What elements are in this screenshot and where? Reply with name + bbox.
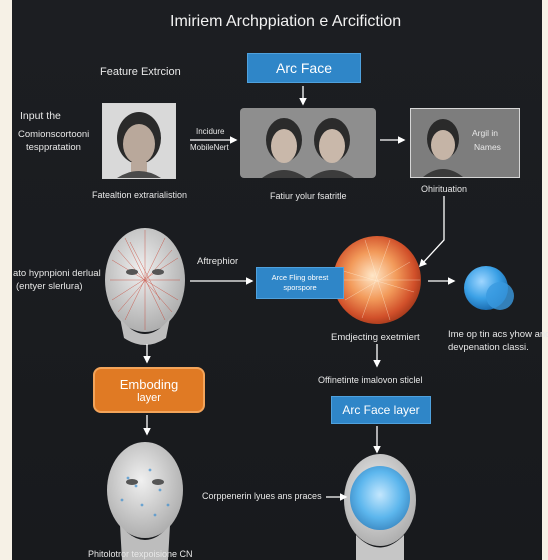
- output-face-image: [411, 109, 519, 177]
- output-face-frame: [410, 108, 520, 178]
- face-pair-panel: [240, 108, 376, 178]
- bottom-caption: Phitolotror texpoisione CN: [88, 549, 193, 559]
- bottom-head: [107, 442, 183, 560]
- ime-label-1: Ime op tin acs yhow and: [448, 329, 548, 340]
- extract-caption: Fatealtion extrarialistion: [92, 190, 188, 200]
- arcfing-label-2: sporspore: [283, 283, 317, 292]
- offinetinte-label: Offinetinte imalovon sticlel: [318, 375, 423, 385]
- hypo-label-1: ato hypnpioni derlual: [13, 268, 101, 279]
- embedding-label-1: Emboding: [119, 376, 179, 392]
- embedding-layer-box: Emboding layer: [93, 367, 205, 413]
- ime-label-2: devpenation classi.: [448, 342, 529, 353]
- ohirituation-label: Ohirituation: [421, 184, 468, 194]
- afterphior-label: Aftrephior: [197, 256, 239, 267]
- feature-extraction-label: Feature Extrcion: [100, 66, 181, 78]
- arcface-layer-box: Arc Face layer: [331, 396, 431, 424]
- arcface-orb: [333, 236, 421, 324]
- input-label-2: Comionscortooni: [18, 129, 90, 140]
- input-face-image: [103, 104, 175, 178]
- class-orb: [464, 266, 514, 310]
- arcfing-label-1: Arce Fling obrest: [271, 273, 329, 283]
- argil-label-2: Names: [474, 142, 501, 152]
- argil-label-1: Argil in: [472, 128, 498, 138]
- arcface-top-label: Arc Face: [275, 60, 332, 76]
- arcface-top-box: Arc Face: [247, 53, 361, 83]
- include-label-1: Incidure: [196, 127, 225, 136]
- face-pair-image: [262, 118, 354, 178]
- arcfing-box: Arce Fling obrest sporspore: [256, 267, 344, 299]
- include-label-2: MobileNert: [190, 143, 229, 152]
- corpsnerin-label: Corppenerin lyues ans praces: [202, 491, 322, 501]
- embedding-label-2: layer: [137, 391, 161, 404]
- face-pair-caption: Fatiur yolur fsatritle: [270, 191, 347, 201]
- input-label-3: tesppratation: [26, 142, 81, 153]
- arcface-layer-label: Arc Face layer: [342, 403, 420, 417]
- hypo-label-2: (entyer slerlura): [16, 281, 83, 292]
- input-label-1: Input the: [20, 110, 61, 122]
- input-face-frame: [102, 103, 176, 179]
- emdjecting-label: Emdjecting exetmiert: [331, 332, 420, 343]
- masked-face: [344, 454, 416, 560]
- wireframe-head: [105, 228, 185, 345]
- diagram-title: Imiriem Archppiation e Arcifiction: [170, 13, 402, 30]
